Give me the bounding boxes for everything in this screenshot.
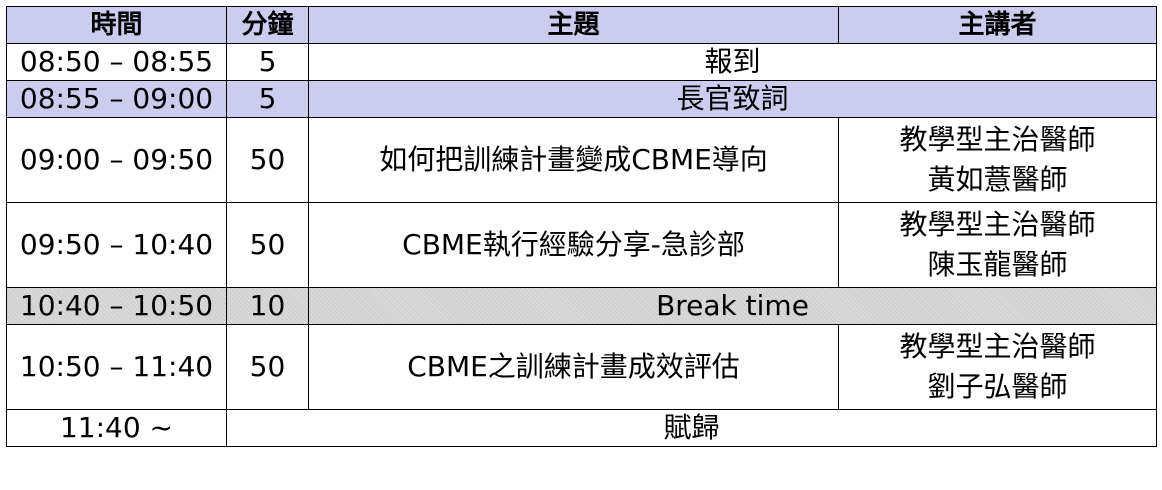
cell-speaker: 教學型主治醫師 黃如薏醫師 — [838, 117, 1157, 203]
table-row: 08:55 – 09:00 5 長官致詞 — [6, 80, 1157, 118]
header-row: 時間 分鐘 主題 主講者 — [6, 6, 1157, 44]
cell-topic: 賦歸 — [226, 409, 1157, 447]
speaker-name: 黃如薏醫師 — [927, 163, 1068, 196]
cell-topic: 如何把訓練計畫變成CBME導向 — [308, 117, 839, 203]
table-row: 08:50 – 08:55 5 報到 — [6, 43, 1157, 81]
table-row: 10:40 – 10:50 10 Break time — [6, 287, 1157, 325]
cell-time: 09:00 – 09:50 — [6, 117, 227, 203]
speaker-title: 教學型主治醫師 — [899, 123, 1096, 156]
cell-time: 08:55 – 09:00 — [6, 80, 227, 118]
table-row: 09:50 – 10:40 50 CBME執行經驗分享-急診部 教學型主治醫師 … — [6, 202, 1157, 288]
cell-speaker: 教學型主治醫師 劉子弘醫師 — [838, 324, 1157, 410]
header-time: 時間 — [6, 6, 227, 44]
cell-minutes: 50 — [226, 202, 309, 288]
speaker-title: 教學型主治醫師 — [899, 208, 1096, 241]
cell-minutes: 10 — [226, 287, 309, 325]
cell-minutes: 50 — [226, 324, 309, 410]
cell-time: 10:50 – 11:40 — [6, 324, 227, 410]
cell-topic: 長官致詞 — [308, 80, 1157, 118]
cell-speaker: 教學型主治醫師 陳玉龍醫師 — [838, 202, 1157, 288]
cell-time: 08:50 – 08:55 — [6, 43, 227, 81]
agenda-wrapper: 時間 分鐘 主題 主講者 08:50 – 08:55 5 報到 08:55 – … — [6, 6, 1157, 447]
header-minutes: 分鐘 — [226, 6, 309, 44]
cell-topic: CBME之訓練計畫成效評估 — [308, 324, 839, 410]
speaker-name: 劉子弘醫師 — [927, 370, 1068, 403]
cell-minutes: 5 — [226, 80, 309, 118]
cell-topic: 報到 — [308, 43, 1157, 81]
cell-topic: Break time — [308, 287, 1157, 325]
table-row: 11:40 ~ 賦歸 — [6, 409, 1157, 447]
table-row: 10:50 – 11:40 50 CBME之訓練計畫成效評估 教學型主治醫師 劉… — [6, 324, 1157, 410]
header-topic: 主題 — [308, 6, 839, 44]
agenda-table: 時間 分鐘 主題 主講者 08:50 – 08:55 5 報到 08:55 – … — [6, 6, 1157, 447]
header-speaker: 主講者 — [838, 6, 1157, 44]
cell-minutes: 50 — [226, 117, 309, 203]
cell-minutes: 5 — [226, 43, 309, 81]
speaker-name: 陳玉龍醫師 — [927, 248, 1068, 281]
cell-time: 10:40 – 10:50 — [6, 287, 227, 325]
cell-time: 09:50 – 10:40 — [6, 202, 227, 288]
cell-topic: CBME執行經驗分享-急診部 — [308, 202, 839, 288]
speaker-title: 教學型主治醫師 — [899, 330, 1096, 363]
cell-time: 11:40 ~ — [6, 409, 227, 447]
table-row: 09:00 – 09:50 50 如何把訓練計畫變成CBME導向 教學型主治醫師… — [6, 117, 1157, 203]
